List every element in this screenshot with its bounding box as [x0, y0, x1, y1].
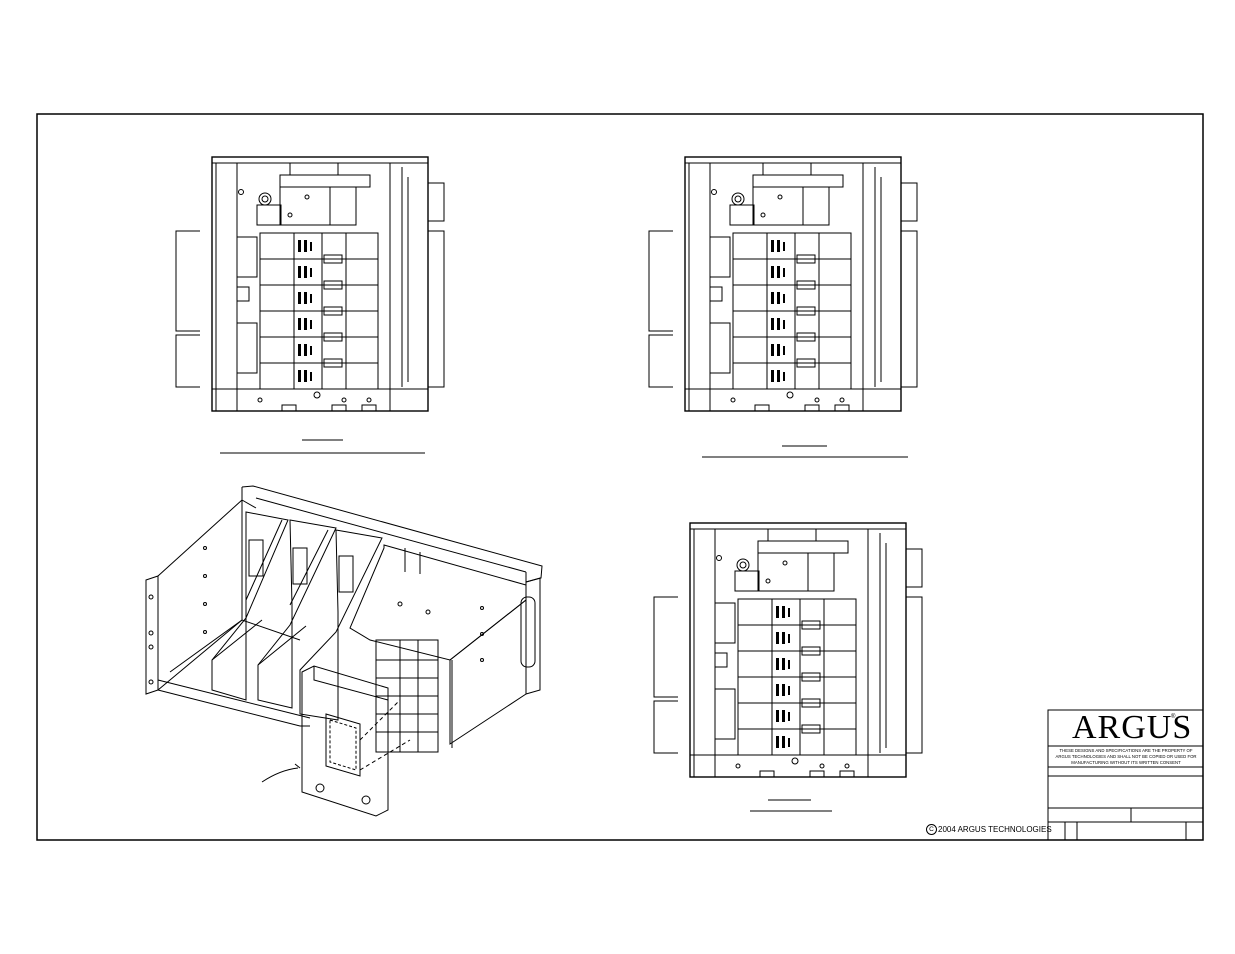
copyright-text: 2004 ARGUS TECHNOLOGIES [938, 825, 1052, 834]
sheet-border [36, 113, 1204, 841]
proprietary-notice: THESE DESIGNS AND SPECIFICATIONS ARE THE… [1055, 748, 1197, 765]
copyright-symbol: C [926, 824, 937, 836]
panel-view-1 [175, 156, 445, 412]
isometric-assembly-view [145, 485, 543, 817]
title-block [1047, 709, 1204, 841]
panel-view-2 [648, 156, 918, 412]
argus-logo: ARGUS [1072, 709, 1193, 746]
panel-view-3 [653, 522, 923, 778]
registered-mark: ® [1171, 714, 1176, 720]
